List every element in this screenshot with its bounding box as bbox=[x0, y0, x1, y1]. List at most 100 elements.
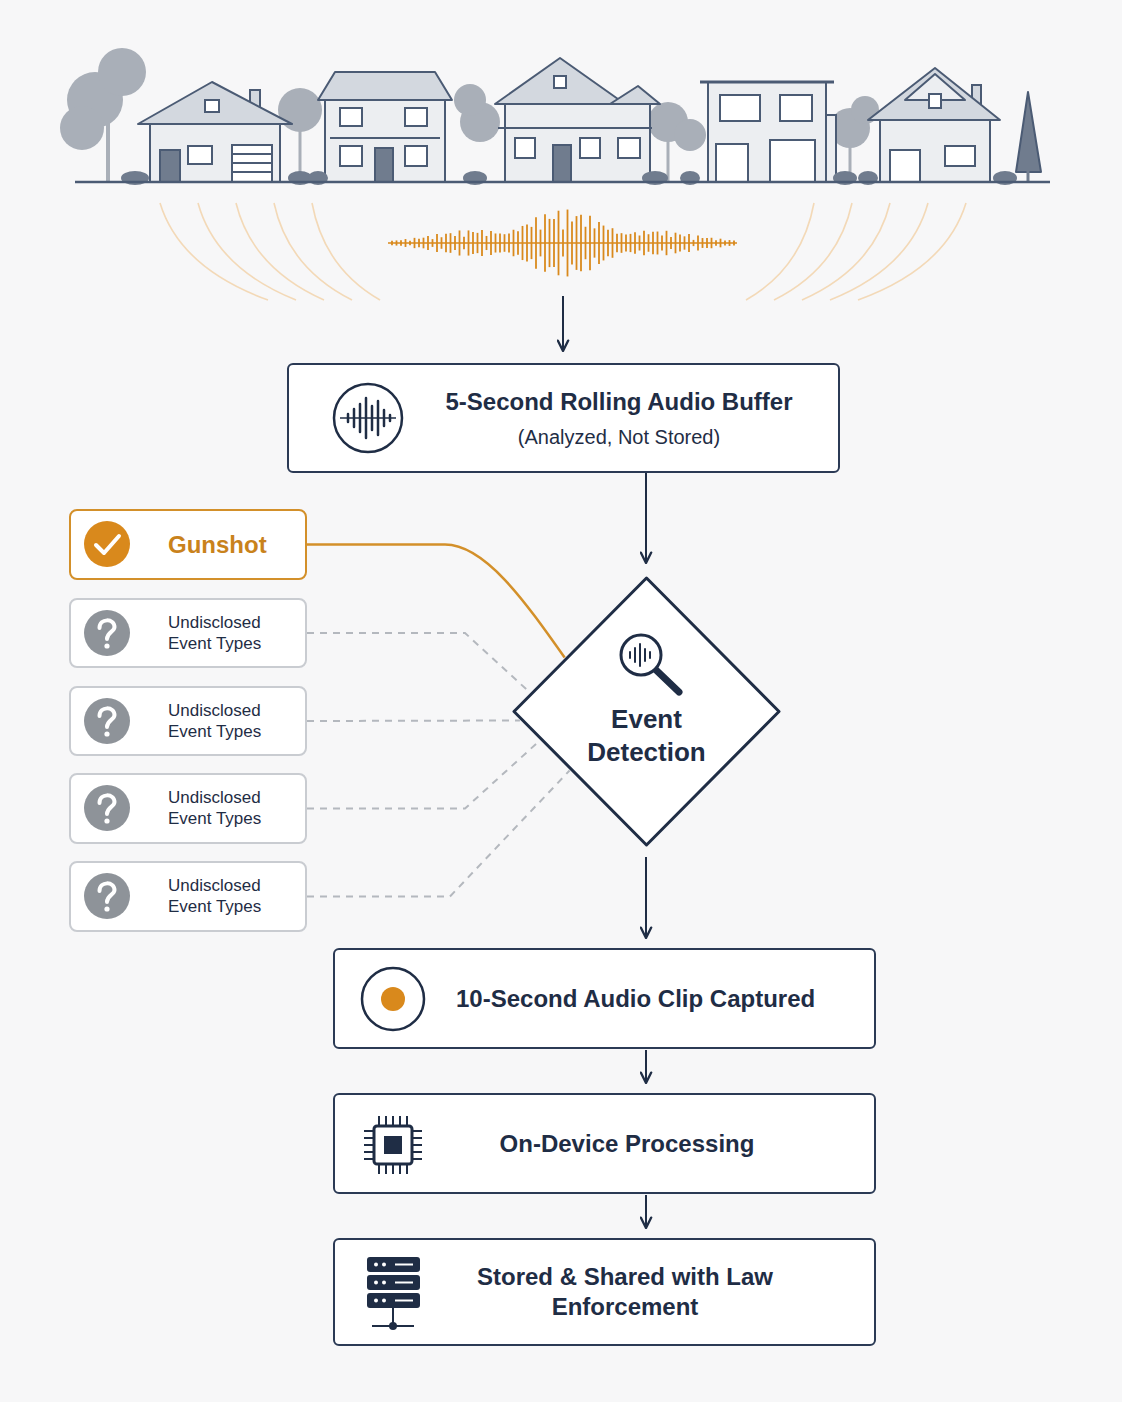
garage bbox=[232, 145, 272, 182]
waveform bbox=[625, 235, 627, 252]
waveform bbox=[454, 236, 456, 250]
sound-arc bbox=[274, 203, 352, 300]
sound-waves bbox=[160, 203, 966, 351]
waveform bbox=[688, 234, 690, 252]
flow-arrow bbox=[645, 1195, 647, 1228]
sound-arc bbox=[236, 203, 324, 300]
tree-trunk bbox=[667, 135, 670, 182]
bush bbox=[993, 171, 1017, 185]
sound-arc bbox=[746, 203, 814, 300]
node-label: 5-Second Rolling Audio Buffer bbox=[419, 387, 819, 417]
event-type-tag: Undisclosed Event Types bbox=[69, 861, 307, 932]
waveform bbox=[391, 241, 393, 246]
waveform bbox=[472, 232, 474, 254]
waveform bbox=[445, 234, 447, 252]
waveform bbox=[567, 210, 569, 277]
event-link bbox=[307, 741, 540, 809]
sound-arc bbox=[830, 203, 928, 300]
waveform bbox=[612, 228, 614, 258]
waveform bbox=[715, 240, 717, 245]
tree-crown bbox=[67, 72, 123, 128]
waveform bbox=[468, 230, 470, 255]
node-label: Gunshot bbox=[168, 530, 298, 560]
waveform bbox=[400, 240, 402, 245]
door bbox=[770, 140, 815, 182]
process-box: On-Device Processing bbox=[333, 1093, 876, 1194]
waveform bbox=[603, 226, 605, 261]
waveform bbox=[648, 234, 650, 252]
window bbox=[188, 146, 212, 164]
node-label: Stored & Shared with Law Enforcement bbox=[475, 1262, 775, 1322]
bush bbox=[680, 171, 700, 185]
waveform bbox=[666, 231, 668, 255]
door bbox=[375, 148, 393, 182]
window bbox=[405, 108, 427, 126]
waveform bbox=[423, 238, 425, 249]
house-line bbox=[498, 127, 652, 129]
waveform bbox=[418, 239, 420, 248]
waveform bbox=[571, 221, 573, 264]
waveform bbox=[526, 224, 528, 261]
waveform bbox=[544, 214, 546, 271]
bush bbox=[288, 171, 312, 185]
tree-trunk bbox=[849, 140, 852, 182]
window bbox=[716, 144, 748, 182]
garage bbox=[890, 150, 920, 182]
tree-trunk bbox=[299, 125, 302, 182]
neighborhood-illustration bbox=[60, 48, 1050, 185]
waveform bbox=[441, 237, 443, 249]
storage-box: Stored & Shared with Law Enforcement bbox=[333, 1238, 876, 1346]
waveform bbox=[657, 232, 659, 255]
bush bbox=[642, 171, 668, 185]
window bbox=[780, 95, 812, 121]
bush bbox=[833, 171, 857, 185]
waveform bbox=[477, 233, 479, 253]
waveform bbox=[436, 234, 438, 252]
waveform bbox=[481, 230, 483, 256]
waveform bbox=[463, 237, 465, 250]
sound-arc bbox=[198, 203, 296, 300]
tree-crown bbox=[60, 106, 104, 150]
sound-arc bbox=[774, 203, 852, 300]
bush bbox=[121, 171, 149, 185]
waveform bbox=[486, 236, 488, 250]
waveform bbox=[684, 236, 686, 249]
waveform bbox=[580, 215, 582, 271]
house-line bbox=[700, 81, 834, 84]
event-type-tag: Undisclosed Event Types bbox=[69, 773, 307, 844]
input-arrow bbox=[562, 296, 564, 351]
roof bbox=[905, 74, 965, 100]
waveform bbox=[589, 216, 591, 271]
waveform bbox=[495, 233, 497, 252]
waveform bbox=[733, 240, 735, 245]
process-box: 5-Second Rolling Audio Buffer(Analyzed, … bbox=[287, 363, 840, 473]
bush bbox=[308, 171, 328, 185]
chimney bbox=[250, 90, 260, 110]
waveform bbox=[675, 233, 677, 254]
waveform bbox=[697, 236, 699, 251]
node-label: On-Device Processing bbox=[442, 1129, 812, 1159]
waveform bbox=[450, 233, 452, 253]
house-part bbox=[826, 115, 836, 182]
waveform bbox=[504, 234, 506, 252]
house-part bbox=[325, 98, 445, 182]
waveform bbox=[499, 233, 501, 252]
waveform bbox=[427, 236, 429, 250]
waveform bbox=[652, 232, 654, 254]
tree-crown bbox=[454, 84, 486, 116]
event-type-tag: Undisclosed Event Types bbox=[69, 686, 307, 756]
waveform bbox=[693, 240, 695, 246]
waveform bbox=[720, 239, 722, 248]
event-link bbox=[307, 633, 530, 693]
waveform bbox=[535, 217, 537, 269]
waveform bbox=[598, 222, 600, 264]
roof bbox=[495, 58, 625, 104]
waveform bbox=[639, 235, 641, 250]
waveform bbox=[553, 219, 555, 267]
node-label: Undisclosed Event Types bbox=[168, 787, 293, 830]
waveform bbox=[616, 234, 618, 252]
waveform bbox=[388, 242, 737, 244]
waveform bbox=[409, 241, 411, 245]
window bbox=[340, 146, 362, 166]
